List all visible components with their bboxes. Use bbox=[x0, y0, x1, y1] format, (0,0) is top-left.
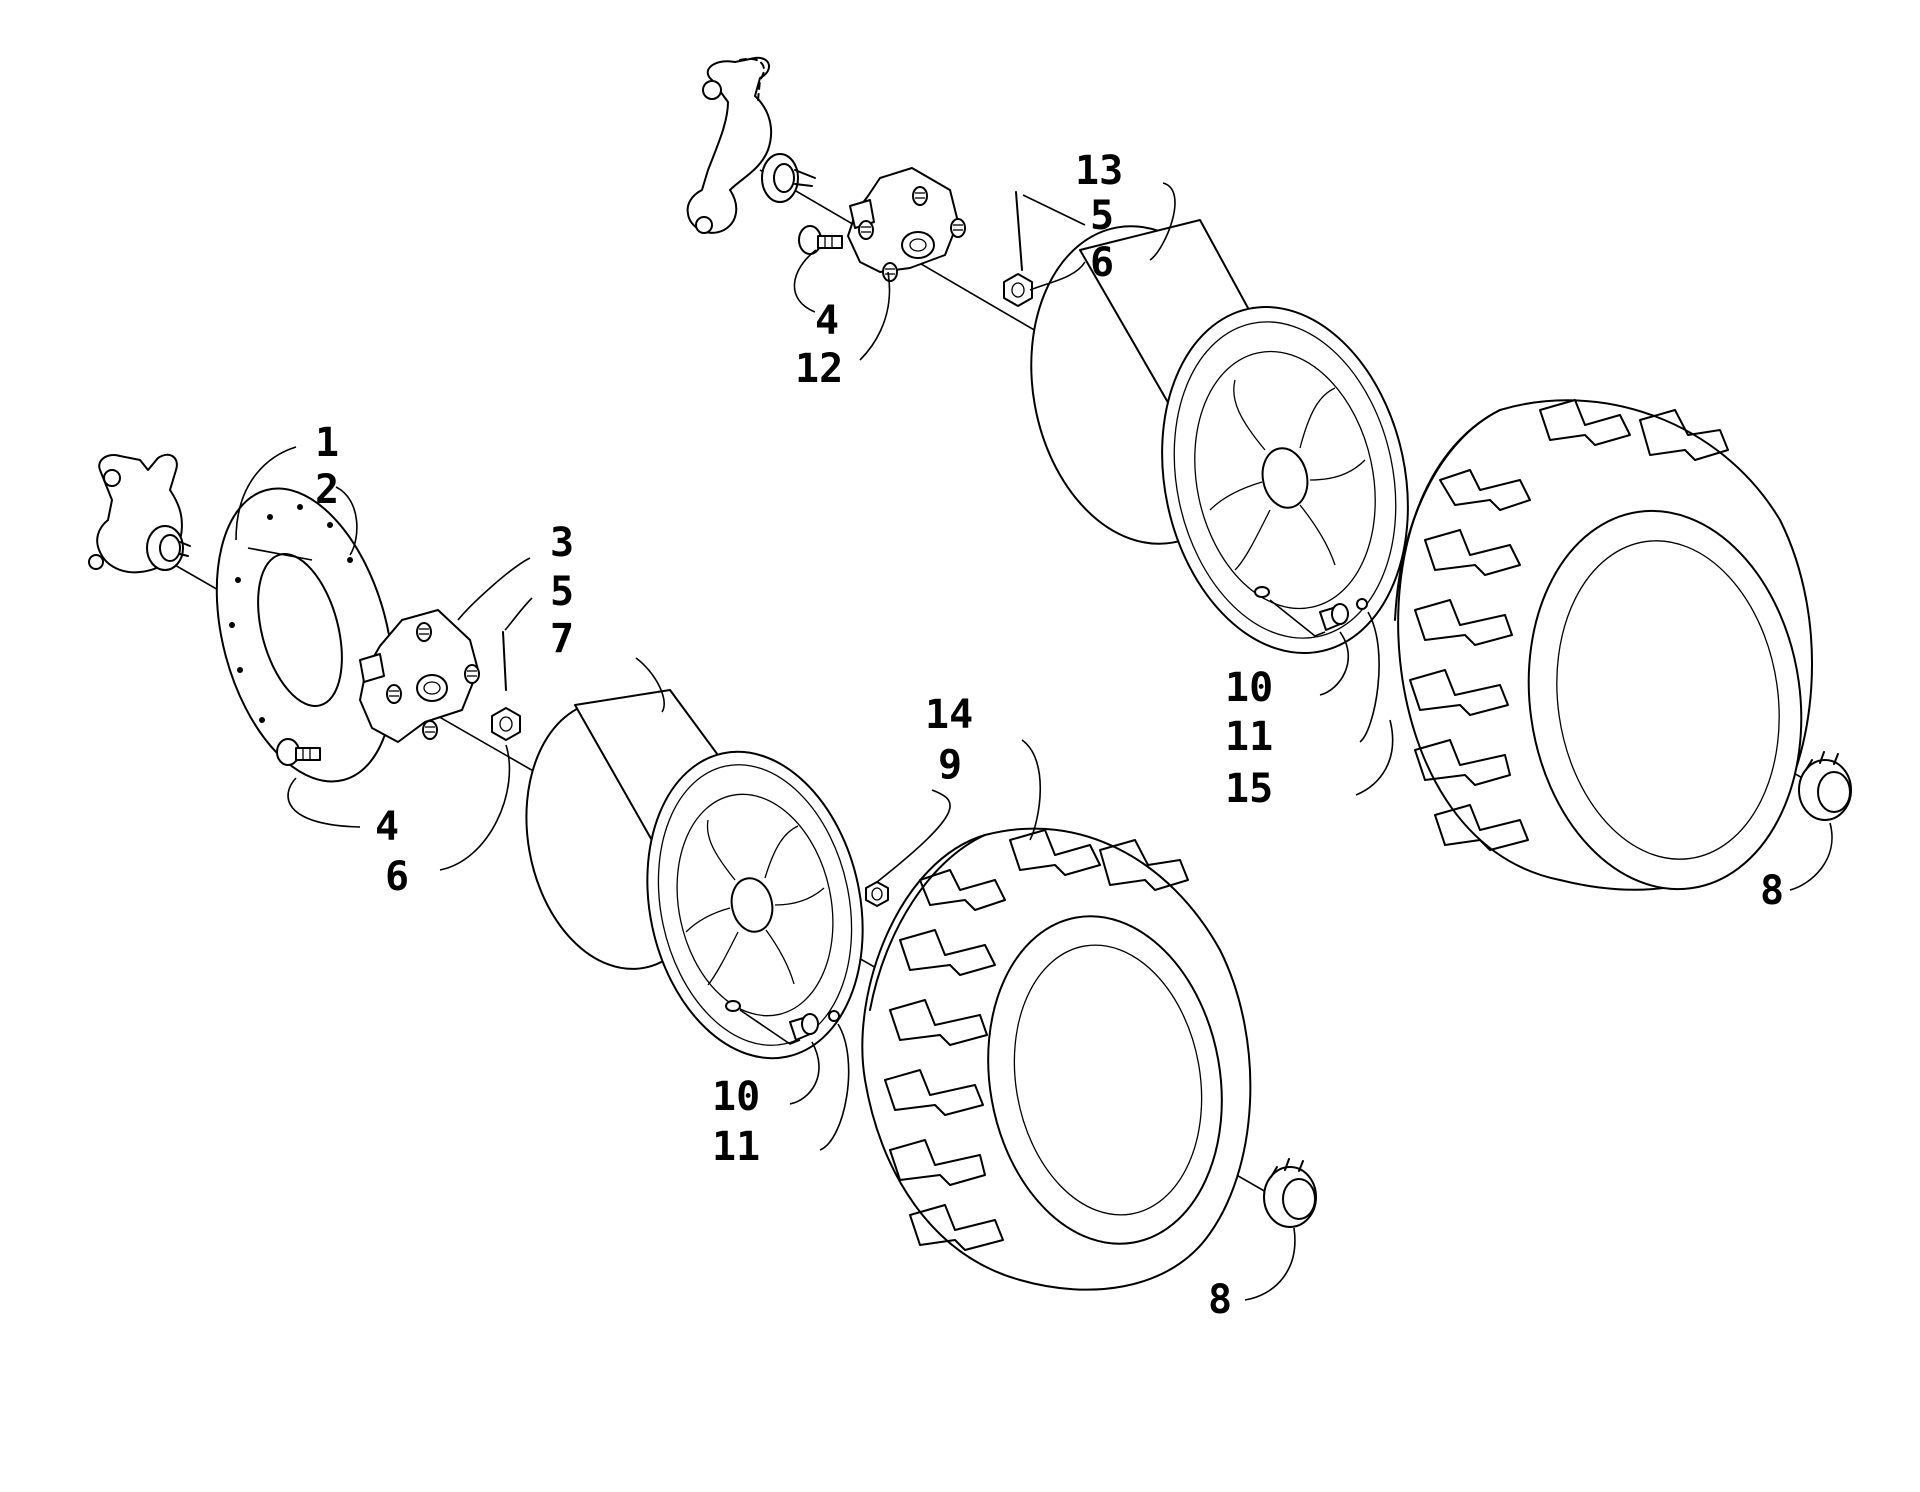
upper-hub bbox=[847, 167, 966, 282]
upper-rim bbox=[1030, 219, 1409, 654]
leader-lines bbox=[235, 182, 1833, 1301]
lower-tire bbox=[861, 827, 1252, 1291]
upper-valve-stem bbox=[1319, 603, 1349, 631]
callout-8-lower: 8 bbox=[1208, 1277, 1232, 1323]
callout-8-upper: 8 bbox=[1760, 868, 1784, 914]
callout-3: 3 bbox=[550, 520, 574, 566]
callout-5-lower: 5 bbox=[550, 569, 574, 615]
lower-hub bbox=[359, 609, 480, 743]
callout-13: 13 bbox=[1075, 148, 1123, 194]
lower-rim bbox=[525, 689, 864, 1060]
upper-steering-knuckle bbox=[686, 56, 816, 234]
callout-12: 12 bbox=[795, 346, 843, 392]
callout-6-upper: 6 bbox=[1090, 240, 1114, 286]
callout-4-lower: 4 bbox=[375, 804, 399, 850]
callout-1: 1 bbox=[315, 420, 339, 466]
lower-steering-knuckle bbox=[88, 453, 191, 574]
upper-hub-cap bbox=[1798, 751, 1852, 821]
upper-axle-nut bbox=[1003, 273, 1033, 307]
lug-nut bbox=[865, 881, 889, 907]
lower-cotter-pin bbox=[502, 631, 507, 691]
upper-tire bbox=[1394, 399, 1813, 891]
callout-11-lower: 11 bbox=[712, 1124, 760, 1170]
lower-wheel-assembly bbox=[88, 453, 1317, 1291]
lower-valve-stem bbox=[789, 1013, 819, 1041]
callout-7: 7 bbox=[550, 616, 574, 662]
callout-15: 15 bbox=[1225, 766, 1273, 812]
lower-bolt bbox=[276, 738, 321, 766]
callout-9: 9 bbox=[938, 742, 962, 788]
part-callouts: 13 5 6 4 12 1 2 3 5 7 14 9 10 11 15 4 6 … bbox=[315, 148, 1784, 1323]
lower-hub-cap bbox=[1263, 1158, 1317, 1228]
lower-axle-nut bbox=[491, 707, 521, 741]
callout-10-upper: 10 bbox=[1225, 665, 1273, 711]
callout-10-lower: 10 bbox=[712, 1074, 760, 1120]
upper-valve-cap bbox=[1356, 598, 1368, 610]
callout-11-upper: 11 bbox=[1225, 714, 1273, 760]
brake-disc bbox=[215, 487, 395, 783]
upper-cotter-pin bbox=[1015, 191, 1023, 271]
callout-5-upper: 5 bbox=[1090, 193, 1114, 239]
callout-2: 2 bbox=[315, 467, 339, 513]
upper-wheel-assembly bbox=[686, 56, 1852, 891]
lower-valve-cap bbox=[828, 1010, 840, 1022]
callout-14: 14 bbox=[925, 692, 973, 738]
callout-6-lower: 6 bbox=[385, 854, 409, 900]
upper-bolt bbox=[798, 225, 843, 255]
callout-4-upper: 4 bbox=[815, 298, 839, 344]
